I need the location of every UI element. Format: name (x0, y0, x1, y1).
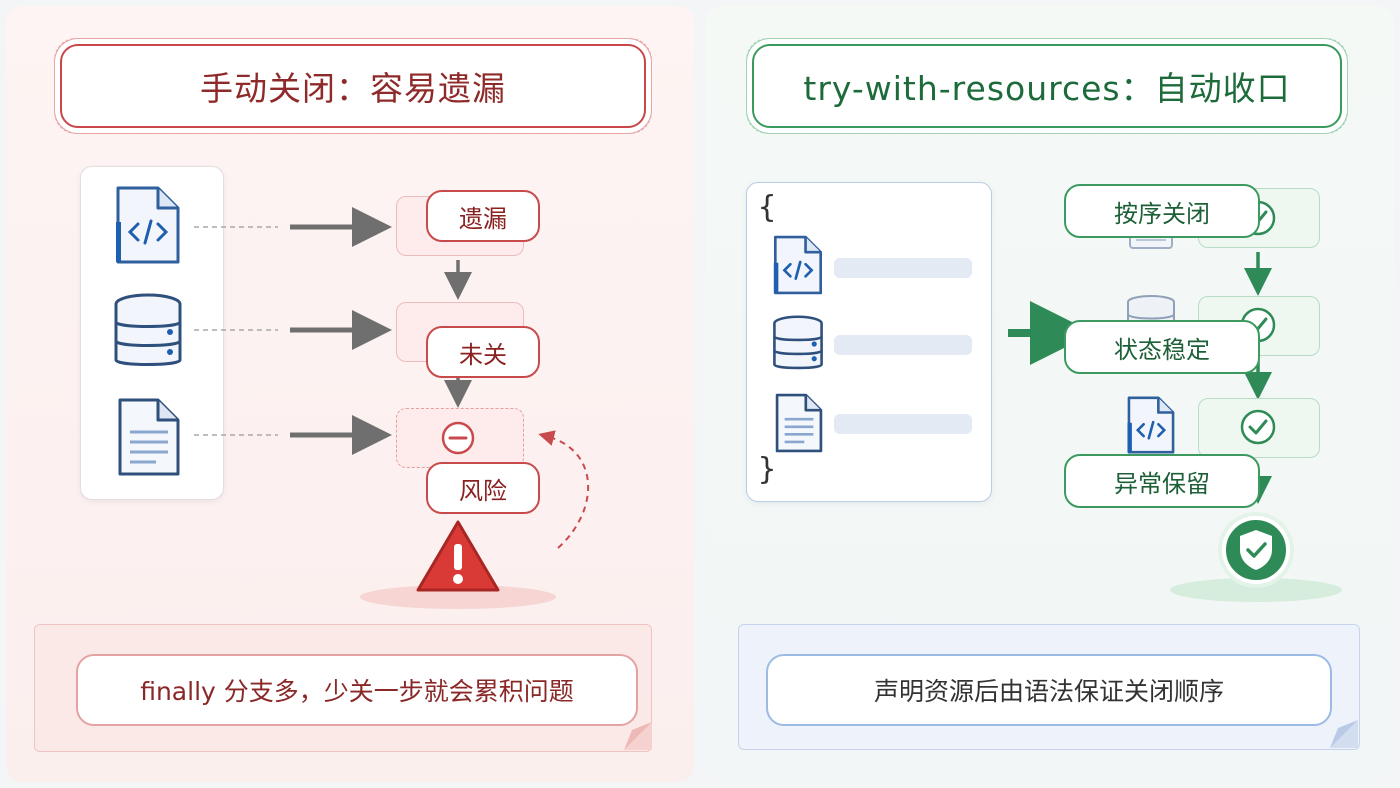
left-note-text: finally 分支多，少关一步就会累积问题 (76, 654, 638, 726)
code-line-placeholder (834, 335, 972, 355)
database-icon (114, 293, 182, 366)
document-icon (775, 393, 823, 453)
minus-circle-icon (441, 421, 475, 455)
database-icon (773, 315, 823, 370)
check-circle-icon (1240, 409, 1276, 445)
brace-open: { (758, 190, 777, 225)
page-curl-icon (624, 722, 652, 750)
tag-risk: 风险 (426, 462, 540, 514)
left-title: 手动关闭：容易遗漏 (54, 38, 652, 134)
warning-icon (360, 520, 556, 609)
tag-ordered-close: 按序关闭 (1064, 184, 1260, 238)
tag-exception-kept: 异常保留 (1064, 454, 1260, 508)
shield-check-icon (1170, 512, 1342, 602)
code-line-placeholder (834, 258, 972, 278)
code-file-icon (116, 186, 180, 264)
code-line-placeholder (834, 414, 972, 434)
code-file-icon (773, 235, 823, 295)
tag-missed: 遗漏 (426, 190, 540, 242)
tag-stable-state: 状态稳定 (1064, 320, 1260, 374)
brace-close: } (758, 452, 777, 487)
right-note-text: 声明资源后由语法保证关闭顺序 (766, 654, 1332, 726)
tag-not-closed: 未关 (426, 326, 540, 378)
document-icon (118, 398, 180, 476)
page-curl-icon (1330, 720, 1358, 748)
code-file-icon (1127, 396, 1175, 454)
